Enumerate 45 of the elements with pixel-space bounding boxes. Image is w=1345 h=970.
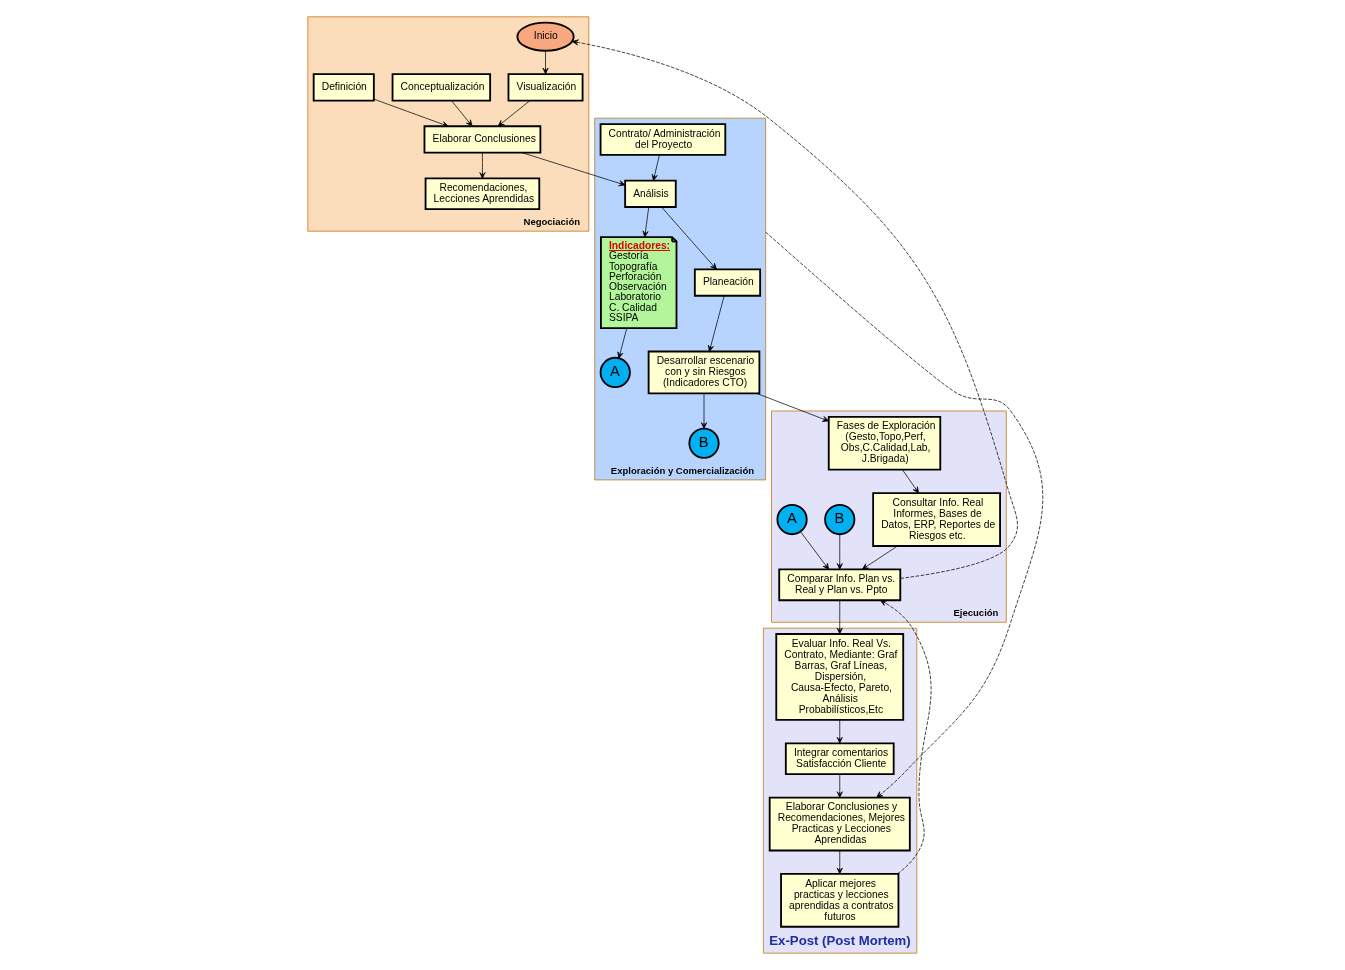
node-box: Análisis: [624, 179, 677, 208]
node-box: Contrato/ Administración del Proyecto: [599, 123, 727, 156]
arrow: [902, 469, 919, 494]
node-box: Comparar Info. Plan vs. Real y Plan vs. Ppto: [778, 568, 902, 602]
arrow: [521, 152, 626, 187]
node-box: Recomendaciones, Lecciones Aprendidas: [424, 177, 541, 211]
node-box: Elaborar Conclusiones: [423, 125, 542, 154]
arrow: [836, 773, 843, 798]
arrow: [373, 98, 449, 128]
arrow: [765, 231, 1044, 798]
arrow: [836, 850, 843, 875]
arrow: [756, 393, 829, 422]
node-circle: B: [824, 503, 856, 536]
node-circle: A: [776, 503, 808, 536]
arrow: [451, 100, 473, 127]
node-box: Aplicar mejores practicas y lecciones aprendidas a contratos futuros: [780, 873, 900, 928]
arrow: [661, 206, 717, 270]
node-box: Conceptualización: [391, 73, 492, 102]
node-box: Planeación: [693, 268, 762, 297]
arrow: [542, 50, 549, 75]
arrow: [701, 393, 707, 429]
node-ellipse: Inicio: [516, 21, 575, 52]
node-circle: B: [688, 427, 720, 459]
arrow: [707, 295, 725, 352]
node-box: Desarrollar escenario con y sin Riesgos (Indicadores CTO): [647, 350, 761, 395]
arrow: [642, 206, 650, 238]
arrow: [880, 599, 932, 875]
node-box: Visualización: [507, 73, 584, 102]
arrow: [836, 600, 843, 635]
node-box: Elaborar Conclusiones y Recomendaciones, Mejores Practicas y Lecciones Aprendidas: [768, 796, 911, 852]
arrow: [479, 152, 486, 179]
node-box: Consultar Info. Real Informes, Bases de Datos, ERP, Reportes de Riesgos etc.: [872, 492, 1001, 547]
arrow: [836, 534, 843, 570]
arrow: [571, 39, 1018, 579]
node-box: Definición: [312, 73, 375, 102]
node-circle: A: [599, 356, 631, 389]
arrow: [836, 719, 843, 744]
arrow: [617, 327, 628, 359]
arrow: [497, 100, 531, 127]
node-box: Fases de Exploración (Gesto,Topo,Perf, Obs,C.Calidad,Lab, J.Brigada): [827, 415, 942, 471]
arrow: [861, 545, 898, 570]
arrow: [651, 154, 660, 181]
node-box: Evaluar Info. Real Vs. Contrato, Mediante: Graf Barras, Graf Líneas, Dispersión, Causa-Efecto, Pareto, Análisis Probabilísticos,Etc: [775, 633, 905, 721]
arrow: [800, 531, 830, 570]
node-box: Integrar comentarios Satisfacción Cliente: [784, 742, 895, 776]
